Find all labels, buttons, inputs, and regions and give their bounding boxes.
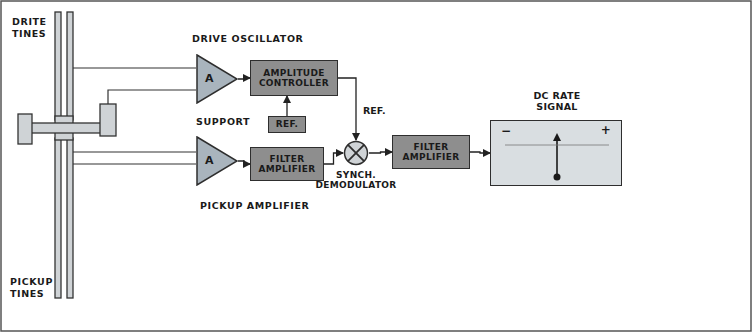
signal-connector — [470, 152, 490, 153]
signal-connector — [238, 78, 250, 79]
pickup-tine — [67, 138, 73, 298]
needle — [556, 137, 558, 177]
pickup-wire — [73, 163, 196, 164]
part-label: DRIVE OSCILLATOR — [192, 33, 332, 45]
signal-connector — [369, 152, 392, 153]
demodulator-shape — [343, 140, 369, 166]
connector-label: REF. — [362, 105, 387, 116]
part-label: PICKUP AMPLIFIER — [200, 200, 340, 212]
part-label: DRITE TINES — [12, 16, 52, 40]
signal-connector — [338, 78, 356, 140]
tuning-fork — [18, 12, 116, 298]
signal-connector — [286, 96, 287, 116]
drive-feedback-wire — [108, 90, 196, 104]
part-label: SUPPORT — [196, 116, 276, 128]
node-text: FILTER AMPLIFIER — [393, 142, 469, 163]
amplifier-outline — [197, 55, 237, 103]
process-box: AMPLITUDE CONTROLLER — [250, 60, 338, 96]
part-label: PICKUP TINES — [10, 276, 54, 300]
pickup-tine — [55, 138, 61, 298]
amplifier-shape — [196, 136, 238, 186]
drive-wire — [73, 67, 196, 68]
node-text: SYNCH. DEMODULATOR — [311, 170, 401, 191]
process-box: REF. — [268, 116, 306, 133]
amplifier-triangle: A — [196, 54, 238, 104]
node-text: A — [205, 155, 214, 168]
meter-display: DC RATE SIGNAL−+ — [490, 120, 622, 186]
drive-tine — [55, 12, 61, 120]
amplifier-outline — [197, 137, 237, 185]
support-bar — [30, 123, 102, 133]
node-text: A — [205, 73, 214, 86]
node-text: DC RATE SIGNAL — [522, 91, 592, 113]
pickup-wire — [73, 151, 196, 152]
amplifier-shape — [196, 54, 238, 104]
demodulator-outline — [345, 142, 368, 165]
process-box: FILTER AMPLIFIER — [392, 135, 470, 169]
node-text: FILTER AMPLIFIER — [251, 154, 323, 175]
support-block — [100, 104, 116, 136]
needle-pivot — [554, 174, 561, 181]
demodulator-symbol: SYNCH. DEMODULATOR — [343, 140, 369, 166]
amplifier-triangle: A — [196, 136, 238, 186]
meter-scale — [505, 145, 609, 146]
process-box: FILTER AMPLIFIER — [250, 147, 324, 181]
meter-sign: + — [601, 124, 611, 138]
multiplier-cross — [348, 145, 364, 161]
needle-tip — [553, 133, 561, 141]
meter-sign: − — [501, 125, 511, 139]
signal-connector — [324, 153, 343, 164]
support-block — [18, 114, 32, 144]
signal-connector — [238, 161, 250, 164]
node-text: AMPLITUDE CONTROLLER — [251, 68, 337, 89]
node-text: REF. — [276, 119, 299, 129]
drive-tine — [67, 12, 73, 120]
wires — [73, 68, 196, 164]
